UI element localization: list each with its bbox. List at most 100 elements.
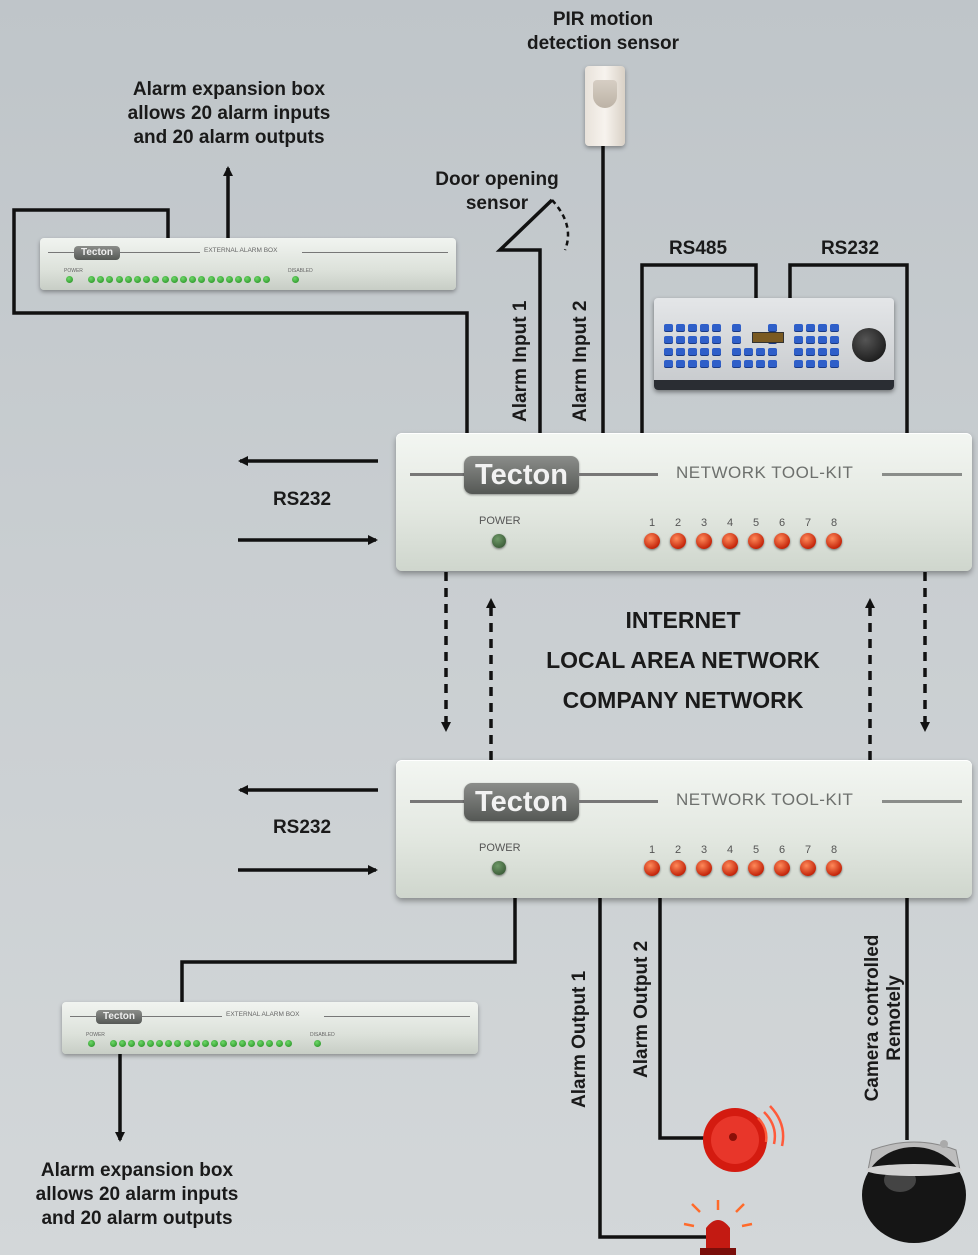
alarm-bell-icon	[703, 1105, 785, 1172]
keypad-key	[794, 336, 803, 343]
pir-label: PIR motion detection sensor	[526, 9, 680, 54]
door-sensor-frame	[495, 198, 554, 433]
keypad-key	[794, 324, 803, 331]
channel-led-icon	[275, 1040, 283, 1047]
toolkit-title: NETWORK TOOL-KIT	[676, 463, 854, 482]
power-label: POWER	[86, 1032, 105, 1038]
port-number: 4	[726, 517, 734, 529]
channel-led-icon	[156, 1040, 163, 1047]
brand-line	[410, 473, 470, 476]
keypad-key	[664, 360, 673, 367]
port-led-icon	[826, 860, 842, 876]
port-number: 2	[674, 844, 682, 856]
joystick-icon	[852, 328, 886, 362]
channel-led-icon	[262, 276, 270, 283]
title-line	[324, 1016, 470, 1017]
alarm-output-1-label: Alarm Output 1	[569, 970, 590, 1108]
keypad-key	[700, 360, 709, 367]
keypad-key	[732, 360, 741, 367]
brand-logo: Tecton	[74, 246, 120, 260]
alarm-input-1-label: Alarm Input 1	[510, 300, 531, 422]
port-led-icon	[696, 860, 712, 876]
channel-led-icon	[124, 276, 132, 283]
keypad-key	[700, 324, 709, 331]
channel-led-icon	[119, 1040, 127, 1047]
keypad-key	[664, 324, 673, 331]
wire-alarm-output-1	[598, 898, 706, 1239]
wire-top-alarmbox-loop	[12, 208, 469, 433]
keypad-key	[712, 360, 721, 367]
channel-led-icon	[216, 276, 224, 283]
brand-line	[142, 1016, 222, 1017]
wire-rs232-keypad	[788, 263, 909, 433]
keypad-key	[794, 348, 803, 355]
channel-led-icon	[211, 1040, 219, 1047]
disabled-led-icon	[314, 1040, 321, 1047]
expansion-top-label: Alarm expansion box allows 20 alarm inpu…	[127, 79, 331, 148]
keypad-key	[830, 348, 839, 355]
wire-alarm-output-2	[658, 898, 710, 1140]
brand-logo: Tecton	[96, 1010, 142, 1024]
keypad-key	[768, 360, 777, 367]
channel-led-icon	[128, 1040, 136, 1047]
channel-led-icon	[174, 1040, 182, 1047]
keypad-key	[818, 336, 827, 343]
disabled-led-icon	[292, 276, 299, 283]
channel-led-icon	[257, 1040, 265, 1047]
port-led-icon	[774, 860, 790, 876]
keypad-key	[676, 360, 685, 367]
channel-led-icon	[235, 276, 243, 283]
alarm-box-title: EXTERNAL ALARM BOX	[204, 247, 278, 254]
port-led-icon	[644, 860, 660, 876]
brand-line	[70, 1016, 96, 1017]
channel-led-icon	[202, 1040, 209, 1047]
channel-led-icon	[143, 276, 151, 283]
port-number: 6	[778, 844, 786, 856]
network-lan: LOCAL AREA NETWORK	[546, 647, 820, 673]
channel-led-icon	[165, 1040, 173, 1047]
keypad-key	[676, 336, 685, 343]
channel-led-icon	[134, 276, 141, 283]
title-line	[882, 800, 962, 803]
keypad-key	[732, 348, 741, 355]
port-number: 2	[674, 517, 682, 529]
alarm-box-top: Tecton EXTERNAL ALARM BOX POWER DISABLED	[40, 238, 456, 290]
keypad-key	[768, 324, 777, 331]
keypad-key	[756, 360, 765, 367]
keypad-key	[794, 360, 803, 367]
channel-led-icon	[229, 1040, 237, 1047]
keypad-key	[818, 360, 827, 367]
keypad-key	[688, 336, 697, 343]
alarm-box-bottom: Tecton EXTERNAL ALARM BOX POWER DISABLED	[62, 1002, 478, 1054]
port-led-icon	[670, 533, 686, 549]
power-led-icon	[492, 534, 506, 548]
keypad-key	[664, 348, 673, 355]
port-led-icon	[826, 533, 842, 549]
rs232-top-label: RS232	[272, 489, 332, 510]
port-number: 5	[752, 844, 760, 856]
brand-line	[410, 800, 470, 803]
channel-led-icon	[284, 1040, 292, 1047]
channel-led-icon	[253, 276, 261, 283]
channel-led-icon	[106, 276, 114, 283]
port-led-icon	[748, 533, 764, 549]
keypad-key	[712, 324, 721, 331]
channel-led-icon	[115, 276, 123, 283]
port-number: 7	[804, 844, 812, 856]
keypad-key	[756, 348, 765, 355]
rs485-label: RS485	[668, 238, 728, 259]
keypad-key	[744, 348, 753, 355]
channel-led-icon	[189, 276, 197, 283]
keypad-key	[732, 336, 741, 343]
channel-led-icon	[88, 276, 95, 283]
alarm-output-2-label: Alarm Output 2	[631, 940, 652, 1078]
brand-logo: Tecton	[464, 456, 579, 494]
keypad-key	[676, 324, 685, 331]
keypad-key	[830, 360, 839, 367]
keypad-key	[688, 348, 697, 355]
channel-led-icon	[248, 1040, 255, 1047]
toolkit-title: NETWORK TOOL-KIT	[676, 790, 854, 809]
keypad-key	[700, 336, 709, 343]
